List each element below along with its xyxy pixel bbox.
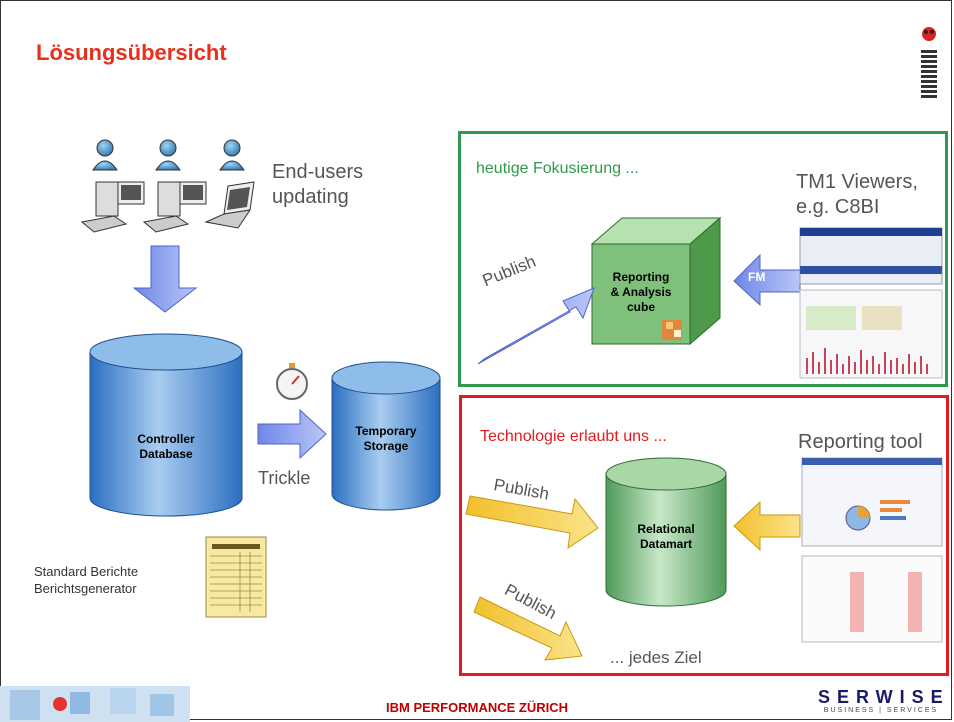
current-focus-heading: heutige Fokusierung ... — [476, 160, 639, 177]
trickle-arrow — [257, 408, 327, 460]
end-user-computers-icon — [80, 139, 255, 233]
desktop-computer-icon — [142, 181, 207, 233]
cube-line3: cube — [626, 300, 655, 314]
temporary-storage-label: Temporary Storage — [332, 424, 440, 454]
serwise-logo: SERWISE BUSINESS | SERVICES — [818, 688, 944, 715]
current-focus-box — [458, 131, 948, 387]
controller-database-label: Controller Database — [90, 432, 242, 462]
tm1-viewer-screenshots — [799, 227, 943, 379]
user-icon — [92, 139, 118, 171]
relational-datamart-cylinder — [605, 457, 727, 607]
datamart-line1: Relational — [637, 522, 695, 536]
fm-label: FM — [748, 270, 766, 284]
controller-database-cylinder — [89, 333, 243, 517]
small-cube-icon — [662, 320, 682, 340]
controller-db-line1: Controller — [137, 432, 195, 446]
temporary-storage-cylinder — [331, 361, 441, 511]
technology-box — [459, 395, 949, 676]
serwise-brand: SERWISE — [818, 687, 950, 707]
temp-storage-line2: Storage — [363, 439, 409, 453]
datamart-label: Relational Datamart — [606, 522, 726, 552]
any-target-label: ... jedes Ziel — [610, 648, 702, 667]
cube-label: Reporting & Analysis cube — [592, 270, 690, 315]
desktop-computer-icon — [80, 181, 145, 233]
stopwatch-icon — [276, 363, 308, 400]
reports-label: Standard Berichte Berichtsgenerator — [34, 563, 138, 597]
end-users-line2: updating — [272, 186, 349, 208]
serwise-sub: BUSINESS | SERVICES — [823, 707, 939, 714]
end-users-label: End-users updating — [272, 160, 363, 210]
cube-line2: & Analysis — [610, 285, 672, 299]
publish-arrow-red-1 — [465, 495, 599, 550]
cube-line1: Reporting — [612, 270, 670, 284]
fm-arrow — [733, 253, 801, 307]
footer-title: IBM PERFORMANCE ZÜRICH — [386, 700, 568, 715]
reporting-tool-label: Reporting tool — [798, 431, 923, 453]
temp-storage-line1: Temporary — [355, 424, 417, 438]
technology-heading: Technologie erlaubt uns ... — [480, 428, 667, 445]
reporting-tool-arrow — [733, 500, 801, 552]
controller-db-line2: Database — [139, 447, 193, 461]
ibm-logo-icon — [921, 27, 937, 98]
tm1-viewers-line1: TM1 Viewers, — [796, 171, 918, 193]
trickle-label: Trickle — [258, 468, 311, 488]
user-icon — [219, 139, 245, 171]
down-arrow — [132, 245, 198, 313]
footer-graphic — [0, 686, 190, 722]
end-users-line1: End-users — [272, 161, 364, 183]
laptop-icon — [204, 181, 255, 229]
reports-line1: Standard Berichte — [34, 564, 139, 579]
publish-arrow-green — [477, 287, 595, 365]
tm1-viewers-label: TM1 Viewers, e.g. C8BI — [796, 170, 918, 220]
report-card-image — [205, 536, 267, 618]
reporting-tool-screenshots — [801, 457, 943, 643]
publish-arrow-red-2 — [473, 596, 583, 661]
datamart-line2: Datamart — [639, 537, 693, 551]
slide-title: Lösungsübersicht — [36, 40, 227, 65]
tm1-viewers-line2: e.g. C8BI — [796, 196, 880, 218]
reports-line2: Berichtsgenerator — [34, 581, 137, 596]
reporting-analysis-cube — [590, 216, 722, 346]
user-icon — [155, 139, 181, 171]
